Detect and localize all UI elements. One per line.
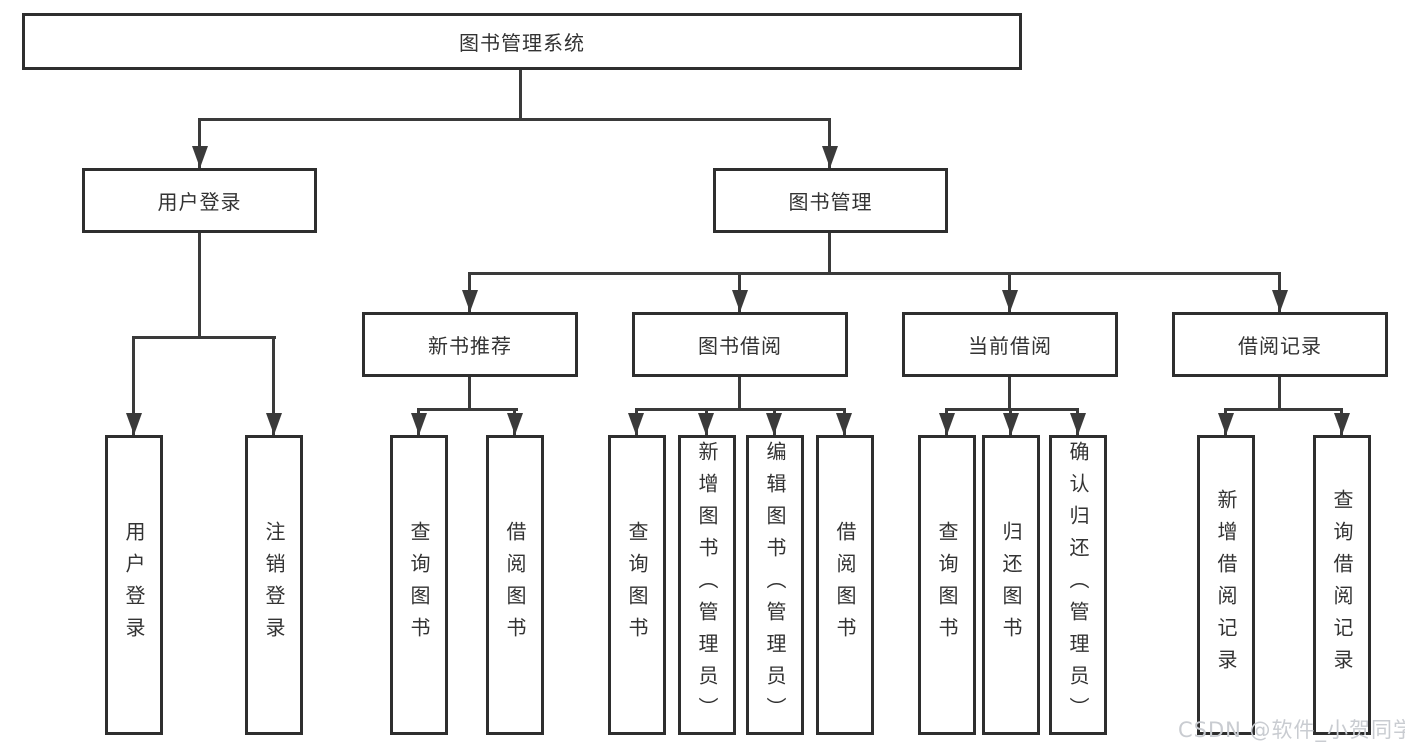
node-book-borrow-label: 图书借阅 xyxy=(698,334,782,358)
arrow-down-icon xyxy=(1003,413,1019,435)
watermark: CSDN @软件_小贺同学 xyxy=(1178,718,1405,742)
connector-user-login-stem xyxy=(198,233,201,339)
node-new-books: 新书推荐 xyxy=(362,312,578,377)
leaf-label: 查询图书 xyxy=(935,521,959,649)
arrow-down-icon xyxy=(1272,290,1288,312)
arrow-down-icon xyxy=(126,413,142,435)
node-borrow-records-label: 借阅记录 xyxy=(1238,334,1322,358)
leaf-query-books-borrow: 查询图书 xyxy=(608,435,666,735)
node-book-borrow: 图书借阅 xyxy=(632,312,848,377)
node-root-label: 图书管理系统 xyxy=(459,31,585,55)
connector-book-borrow-stem xyxy=(738,377,741,411)
arrow-down-icon xyxy=(1218,413,1234,435)
leaf-label: 新增借阅记录 xyxy=(1214,489,1238,681)
leaf-return-books: 归还图书 xyxy=(982,435,1040,735)
node-borrow-records: 借阅记录 xyxy=(1172,312,1388,377)
leaf-label: 查询图书 xyxy=(625,521,649,649)
arrow-down-icon xyxy=(766,413,782,435)
connector-root-stem xyxy=(519,70,522,118)
connector-borrow-records-junction xyxy=(1224,408,1343,411)
leaf-query-books-new: 查询图书 xyxy=(390,435,448,735)
leaf-query-borrow-record: 查询借阅记录 xyxy=(1313,435,1371,735)
leaf-label: 用户登录 xyxy=(122,521,146,649)
leaf-add-books-admin: 新增图书（管理员） xyxy=(678,435,736,735)
connector-current-borrow-junction xyxy=(945,408,1079,411)
arrow-down-icon xyxy=(192,146,208,168)
arrow-down-icon xyxy=(1002,290,1018,312)
leaf-edit-books-admin: 编辑图书（管理员） xyxy=(746,435,804,735)
leaf-add-borrow-record: 新增借阅记录 xyxy=(1197,435,1255,735)
arrow-down-icon xyxy=(628,413,644,435)
node-new-books-label: 新书推荐 xyxy=(428,334,512,358)
node-root: 图书管理系统 xyxy=(22,13,1022,70)
arrow-down-icon xyxy=(732,290,748,312)
arrow-down-icon xyxy=(1070,413,1086,435)
leaf-label: 编辑图书（管理员） xyxy=(763,441,787,729)
arrow-down-icon xyxy=(266,413,282,435)
arrow-down-icon xyxy=(411,413,427,435)
connector-stem-user-login xyxy=(198,118,201,168)
connector-user-login-junction xyxy=(132,336,276,339)
leaf-confirm-return-admin: 确认归还（管理员） xyxy=(1049,435,1107,735)
leaf-label: 借阅图书 xyxy=(503,521,527,649)
node-user-login-label: 用户登录 xyxy=(157,190,242,214)
connector-book-mgmt-junction xyxy=(468,272,1281,275)
connector-stem-book-mgmt xyxy=(828,118,831,168)
node-book-mgmt-label: 图书管理 xyxy=(788,190,873,214)
connector-stem-leaf xyxy=(272,336,275,435)
node-current-borrow: 当前借阅 xyxy=(902,312,1118,377)
arrow-down-icon xyxy=(507,413,523,435)
arrow-down-icon xyxy=(462,290,478,312)
leaf-user-login: 用户登录 xyxy=(105,435,163,735)
leaf-label: 归还图书 xyxy=(999,521,1023,649)
connector-new-books-stem xyxy=(468,377,471,411)
node-current-borrow-label: 当前借阅 xyxy=(968,334,1052,358)
connector-book-mgmt-stem xyxy=(828,233,831,275)
arrow-down-icon xyxy=(836,413,852,435)
leaf-label: 注销登录 xyxy=(262,521,286,649)
leaf-label: 查询图书 xyxy=(407,521,431,649)
leaf-logout: 注销登录 xyxy=(245,435,303,735)
leaf-label: 确认归还（管理员） xyxy=(1066,441,1090,729)
node-book-mgmt: 图书管理 xyxy=(713,168,948,233)
leaf-label: 借阅图书 xyxy=(833,521,857,649)
node-user-login: 用户登录 xyxy=(82,168,317,233)
leaf-borrow-books-new: 借阅图书 xyxy=(486,435,544,735)
connector-current-borrow-stem xyxy=(1008,377,1011,411)
connector-borrow-records-stem xyxy=(1278,377,1281,411)
connector-new-books-junction xyxy=(417,408,518,411)
arrow-down-icon xyxy=(1334,413,1350,435)
connector-book-borrow-junction xyxy=(635,408,846,411)
leaf-label: 新增图书（管理员） xyxy=(695,441,719,729)
leaf-borrow-books: 借阅图书 xyxy=(816,435,874,735)
leaf-label: 查询借阅记录 xyxy=(1330,489,1354,681)
connector-root-junction xyxy=(198,118,831,121)
arrow-down-icon xyxy=(939,413,955,435)
leaf-query-books-current: 查询图书 xyxy=(918,435,976,735)
connector-stem-leaf xyxy=(132,336,135,435)
arrow-down-icon xyxy=(822,146,838,168)
arrow-down-icon xyxy=(698,413,714,435)
